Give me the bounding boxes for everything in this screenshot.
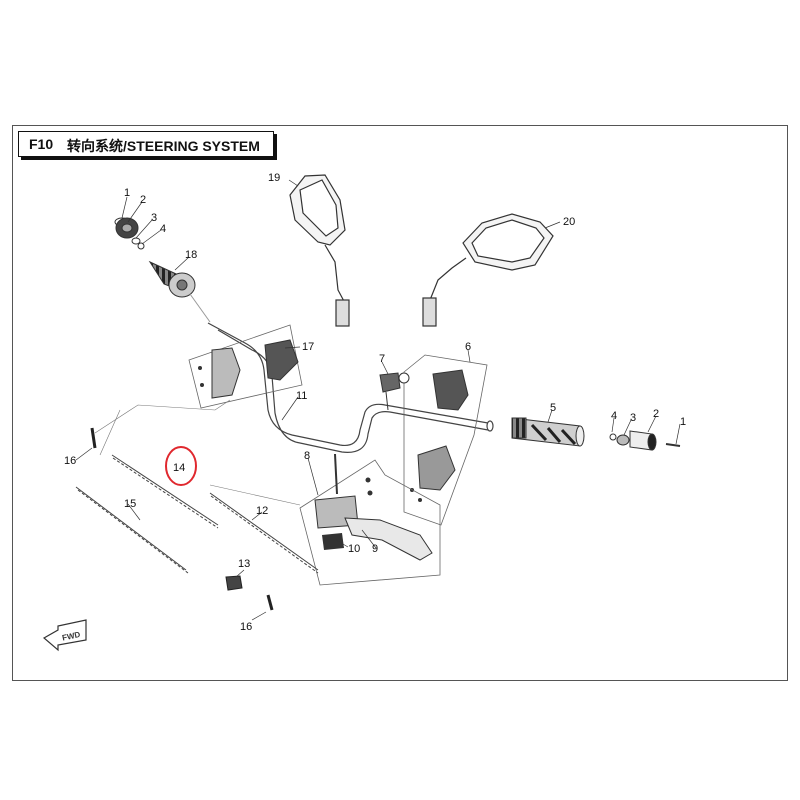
callout-14: 14 — [173, 462, 185, 474]
callout-12: 12 — [256, 505, 268, 517]
highlight-circle-14 — [165, 446, 197, 486]
leader-lines — [75, 179, 681, 621]
routing-guides — [94, 399, 301, 506]
callout-13: 13 — [238, 558, 250, 570]
callout-2-right: 2 — [653, 408, 659, 420]
callout-16-top: 16 — [64, 455, 76, 467]
diagram-title: 转向系统/STEERING SYSTEM — [67, 138, 260, 154]
left-switch-housing — [188, 324, 303, 409]
right-grip — [511, 417, 585, 447]
fwd-arrow: FWD — [42, 619, 87, 652]
callout-19: 19 — [268, 172, 280, 184]
callout-3-left: 3 — [151, 212, 157, 224]
callout-18: 18 — [185, 249, 197, 261]
callout-4-left: 4 — [160, 223, 166, 235]
callout-16-bottom: 16 — [240, 621, 252, 633]
title-box: F10 转向系统/STEERING SYSTEM — [18, 131, 274, 157]
clutch-switch — [379, 372, 410, 411]
right-switch-housing — [403, 354, 488, 526]
callout-20: 20 — [563, 216, 575, 228]
left-grip-assembly — [114, 217, 211, 323]
callout-3-right: 3 — [630, 412, 636, 424]
lever-assembly — [299, 453, 441, 586]
diagram-frame — [12, 125, 788, 681]
callout-15: 15 — [124, 498, 136, 510]
callout-9: 9 — [372, 543, 378, 555]
callout-2-left: 2 — [140, 194, 146, 206]
callout-5: 5 — [550, 402, 556, 414]
callout-1-left: 1 — [124, 187, 130, 199]
callout-10: 10 — [348, 543, 360, 555]
diagram-code: F10 — [29, 136, 54, 152]
callout-7: 7 — [379, 353, 385, 365]
fwd-label: FWD — [61, 630, 81, 643]
callout-4-right: 4 — [611, 410, 617, 422]
callout-11: 11 — [296, 390, 307, 402]
cables — [75, 427, 319, 611]
callout-1-right: 1 — [680, 416, 686, 428]
right-bar-end — [609, 430, 681, 451]
left-mirror — [289, 174, 350, 327]
callout-8: 8 — [304, 450, 310, 462]
callout-17: 17 — [302, 341, 314, 353]
callout-labels: 1 2 3 4 18 19 20 17 11 7 6 5 4 3 2 1 16 … — [64, 172, 686, 633]
connector-13 — [225, 575, 243, 591]
callout-6: 6 — [465, 341, 471, 353]
right-mirror — [422, 213, 554, 327]
